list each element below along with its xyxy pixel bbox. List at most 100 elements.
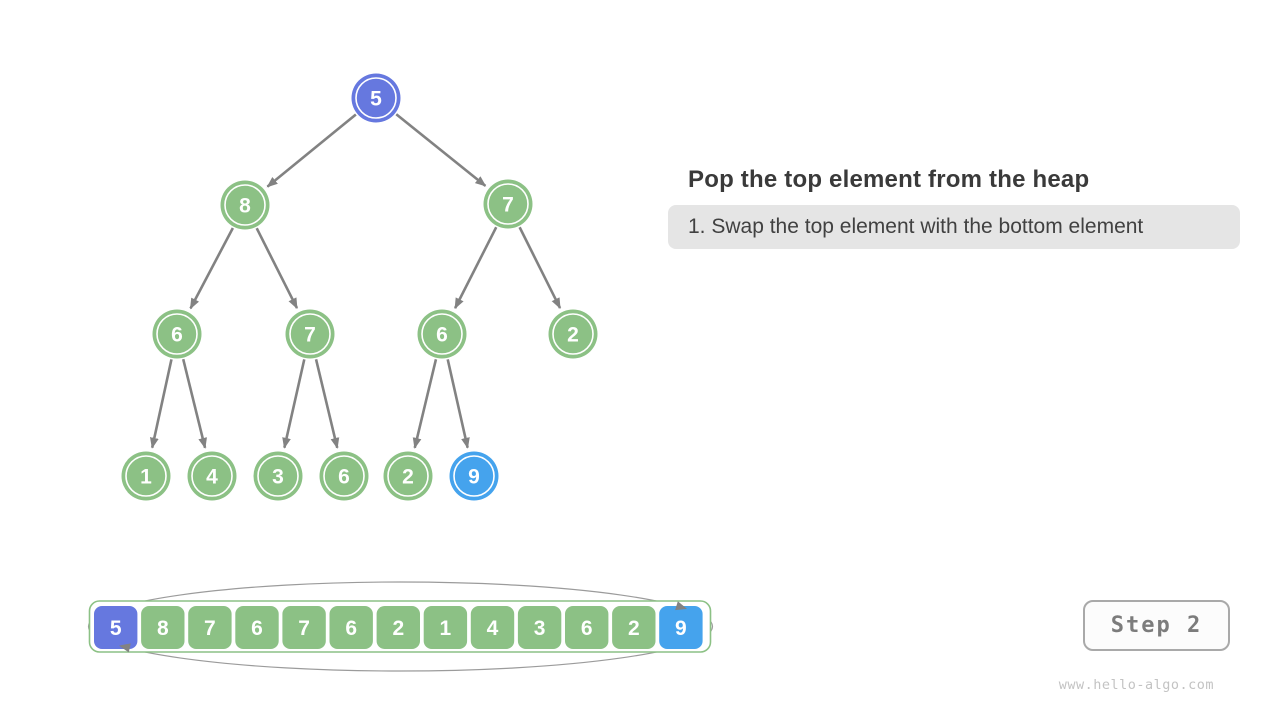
array-cell-box: [470, 606, 515, 649]
tree-node-ring: [421, 313, 463, 355]
tree-node-value: 6: [436, 324, 448, 347]
array-cell-box: [282, 606, 326, 649]
tree-edge: [453, 226, 498, 310]
tree-edge: [518, 226, 562, 310]
array-cell: 2: [612, 606, 656, 649]
tree-node-value: 2: [567, 324, 579, 347]
swap-arrowhead-into-last: [675, 601, 687, 611]
tree-edge: [395, 113, 487, 187]
tree-node-ring: [355, 77, 397, 119]
array-cell-value: 4: [487, 617, 499, 640]
tree-node-value: 8: [239, 195, 251, 218]
array-cell: 9: [659, 606, 703, 649]
array-cell-value: 9: [675, 617, 687, 640]
tree-node: 4: [187, 451, 237, 501]
tree-node: 5: [351, 73, 401, 123]
tree-node-ring: [387, 455, 429, 497]
tree-node-value: 9: [468, 466, 480, 489]
array-cell: 4: [470, 606, 515, 649]
tree-node-ring: [289, 313, 331, 355]
array-cell: 5: [94, 606, 138, 649]
array-cell-value: 1: [440, 617, 452, 640]
tree-node-circle: [152, 309, 202, 359]
tree-node-value: 5: [370, 88, 382, 111]
tree-edge: [446, 359, 470, 449]
array-cell-box: [94, 606, 138, 649]
tree-node: 6: [319, 451, 369, 501]
tree-node: 2: [548, 309, 598, 359]
tree-node-value: 7: [502, 194, 514, 217]
tree-node-ring: [453, 455, 495, 497]
tree-node-ring: [224, 184, 266, 226]
array-cell-box: [329, 606, 373, 649]
array-cell-value: 2: [392, 617, 404, 640]
array-cell-value: 8: [157, 617, 169, 640]
array-cell: 2: [376, 606, 420, 649]
tree-edge: [314, 358, 340, 449]
tree-node-ring: [552, 313, 594, 355]
tree-node-ring: [257, 455, 299, 497]
watermark: www.hello-algo.com: [1058, 677, 1214, 693]
tree-node-circle: [351, 73, 401, 123]
array-cell-box: [423, 606, 468, 649]
array-cell: 7: [282, 606, 326, 649]
tree-node-value: 3: [272, 466, 284, 489]
tree-node-value: 2: [402, 466, 414, 489]
step-indicator-label: Step 2: [1110, 613, 1203, 638]
tree-node-circle: [285, 309, 335, 359]
array-cell-box: [612, 606, 656, 649]
tree-node-value: 4: [206, 466, 218, 489]
tree-node: 6: [417, 309, 467, 359]
tree-node-ring: [125, 455, 167, 497]
swap-cycle-curve: [87, 581, 714, 672]
array-cell: 8: [141, 606, 185, 649]
array-cell: 6: [329, 606, 373, 649]
tree-node: 1: [121, 451, 171, 501]
tree-node-circle: [548, 309, 598, 359]
tree-node-ring: [487, 183, 529, 225]
swap-arrowhead-into-first: [119, 643, 131, 653]
array-cell-value: 3: [534, 617, 546, 640]
tree-node-circle: [220, 180, 270, 230]
array-cell-box: [565, 606, 609, 649]
step-indicator: Step 2: [1083, 600, 1230, 651]
tree-node: 7: [285, 309, 335, 359]
panel-title: Pop the top element from the heap: [688, 166, 1090, 193]
tree-edge: [282, 359, 306, 449]
tree-node-circle: [319, 451, 369, 501]
array-cell-value: 5: [110, 617, 122, 640]
array-cell: 3: [517, 606, 562, 649]
tree-node-ring: [156, 313, 198, 355]
array-cell-value: 7: [204, 617, 216, 640]
tree-node-ring: [323, 455, 365, 497]
array-cell-value: 7: [298, 617, 310, 640]
tree-node-circle: [449, 451, 499, 501]
tree-node-value: 7: [304, 324, 316, 347]
tree-node-circle: [121, 451, 171, 501]
array-cell-box: [188, 606, 232, 649]
array-cell-value: 2: [628, 617, 640, 640]
array-cell: 6: [565, 606, 609, 649]
tree-node: 6: [152, 309, 202, 359]
array-cell-box: [517, 606, 562, 649]
array-cell-box: [376, 606, 420, 649]
tree-node-value: 6: [338, 466, 350, 489]
array-cell-value: 6: [251, 617, 263, 640]
array-cell-box: [235, 606, 279, 649]
tree-edge: [189, 227, 235, 310]
array-cell-box: [659, 606, 703, 649]
step-note: 1. Swap the top element with the bottom …: [668, 205, 1240, 249]
tree-edge: [412, 358, 438, 449]
tree-node: 3: [253, 451, 303, 501]
tree-node: 8: [220, 180, 270, 230]
array-cell-value: 6: [581, 617, 593, 640]
tree-node-ring: [191, 455, 233, 497]
tree-node: 2: [383, 451, 433, 501]
tree-node-circle: [417, 309, 467, 359]
tree-edge: [181, 358, 207, 449]
tree-node-circle: [383, 451, 433, 501]
tree-edge: [149, 359, 173, 449]
tree-node: 7: [483, 179, 533, 229]
